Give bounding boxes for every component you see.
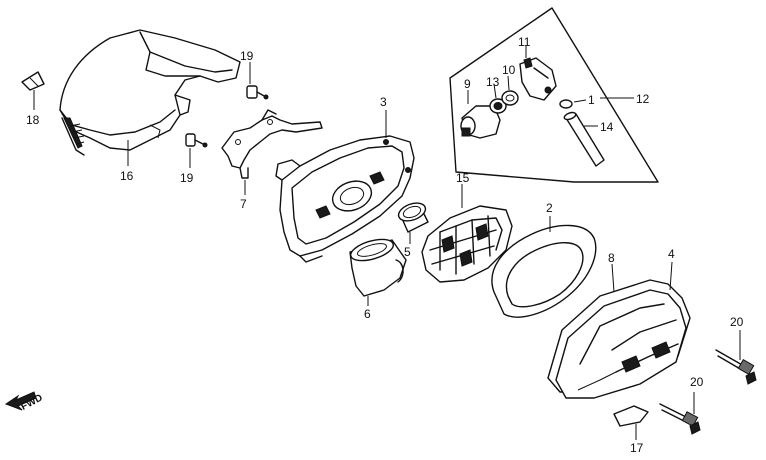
callout-19-lower: 19 xyxy=(180,171,194,185)
callout-17: 17 xyxy=(630,441,644,455)
callout-5: 5 xyxy=(404,245,411,259)
callout-14: 14 xyxy=(600,120,614,134)
part-10-ring xyxy=(501,75,519,106)
part-14-hose xyxy=(563,111,605,167)
part-1-o-ring xyxy=(559,99,587,109)
callout-10: 10 xyxy=(502,63,516,77)
callout-2: 2 xyxy=(546,201,553,215)
part-5-rubber-tube xyxy=(397,202,429,244)
part-15-holder-cage xyxy=(421,184,513,283)
callout-13: 13 xyxy=(486,75,500,89)
part-11-valve-cap xyxy=(519,46,557,101)
part-7-bracket xyxy=(221,109,323,195)
part-13-washer xyxy=(489,83,507,114)
callout-11: 11 xyxy=(518,35,531,49)
part-17-plate xyxy=(613,405,649,440)
callout-19-upper: 19 xyxy=(240,49,254,63)
part-3-air-cleaner-case xyxy=(275,110,415,263)
callout-12: 12 xyxy=(636,92,650,106)
callout-6: 6 xyxy=(364,307,371,321)
part-20-lower-screw xyxy=(659,392,701,435)
callout-7: 7 xyxy=(240,197,247,211)
callout-1: 1 xyxy=(588,93,595,107)
callout-18: 18 xyxy=(26,113,40,127)
callout-15: 15 xyxy=(456,171,470,185)
callout-20-lower: 20 xyxy=(690,375,704,389)
part-6-filter-tube xyxy=(349,238,407,306)
fwd-label: FWD xyxy=(19,392,44,412)
callout-20-upper: 20 xyxy=(730,315,744,329)
callout-9: 9 xyxy=(464,77,471,91)
part-16-upper-cover xyxy=(59,29,241,166)
part-9-valve-body xyxy=(460,90,501,139)
part-18-clip xyxy=(21,71,45,110)
part-4-cover xyxy=(555,261,687,399)
part-19-lower-bolt xyxy=(185,133,208,168)
callout-3: 3 xyxy=(380,95,387,109)
callout-8: 8 xyxy=(608,251,615,265)
callout-4: 4 xyxy=(668,247,675,261)
part-2-filter-element xyxy=(491,216,597,318)
part-20-upper-screw xyxy=(715,330,757,385)
callout-16: 16 xyxy=(120,169,134,183)
fwd-arrow xyxy=(4,391,37,411)
part-19-upper-bolt xyxy=(246,62,269,100)
part-12-subassembly-box xyxy=(449,7,659,183)
